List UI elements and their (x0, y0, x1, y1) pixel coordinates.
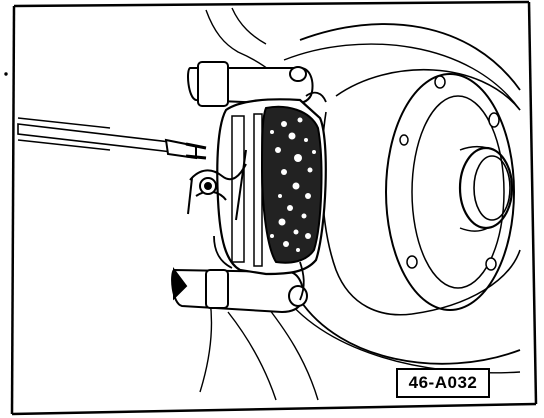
wheel-hub (458, 145, 514, 232)
caliper-bracket (213, 91, 327, 301)
brake-disc (279, 23, 521, 374)
screwdriver-tool (17, 117, 207, 160)
caliper-guide-pins (171, 61, 314, 314)
figure-reference-code: 46-A032 (396, 368, 490, 398)
wheel-bolt-holes (399, 75, 500, 271)
retaining-spring (187, 149, 247, 221)
brake-pad (260, 105, 323, 264)
illustration-frame (4, 0, 538, 416)
